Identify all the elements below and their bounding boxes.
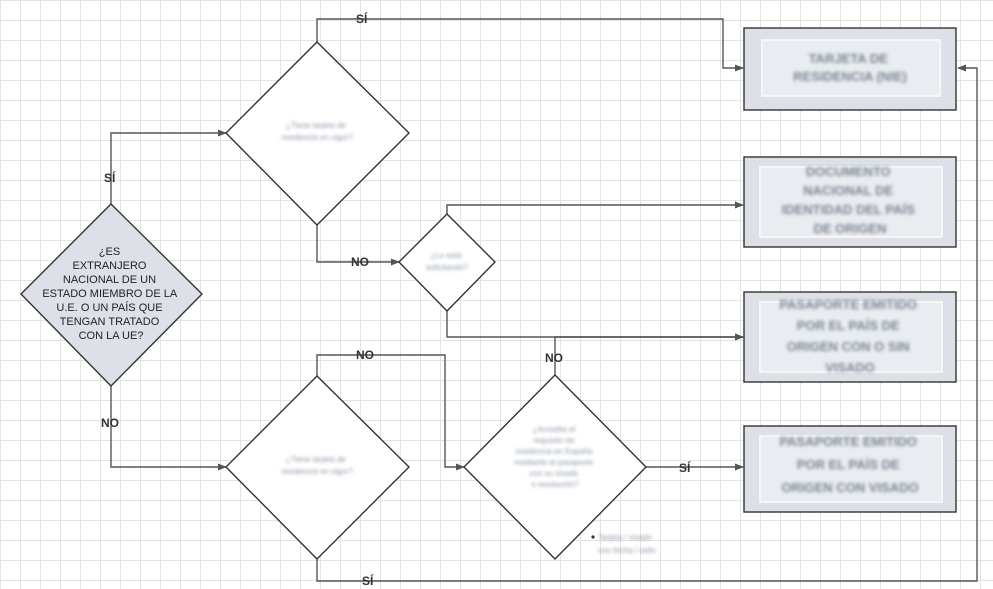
right-question-line: con su visado <box>529 469 578 478</box>
top-question-line: ¿Tiene tarjeta de <box>286 121 347 130</box>
note-text: Tarjeta / visado con fecha / sello <box>598 533 656 555</box>
edge-top-no-to-mid-question <box>316 224 400 266</box>
result-passport-line: ORIGEN CON O SIN <box>787 339 910 354</box>
edge-bottom-yes-to-residence-card <box>316 64 978 582</box>
note-line: con fecha / sello <box>598 546 656 555</box>
right-question-line: residencia en España <box>515 447 592 456</box>
result-passport-with-visa-text: PASAPORTE EMITIDO POR EL PAÍS DE ORIGEN … <box>779 434 920 495</box>
edge-label-main-no: NO <box>101 416 119 430</box>
edge-label-bottom-no: NO <box>356 348 374 362</box>
result-national-id-line: NACIONAL DE <box>803 183 893 198</box>
main-question-line: NACIONAL DE UN <box>63 274 156 286</box>
bottom-question-diamond <box>225 375 410 560</box>
result-national-id-line: IDENTIDAD DEL PAÍS <box>782 202 915 217</box>
note-bullet <box>591 535 595 539</box>
right-question-line: requisito de <box>533 436 575 445</box>
main-question-line: CON LA UE? <box>79 330 144 342</box>
right-question-line: o resolución? <box>531 480 579 489</box>
mid-question-diamond <box>398 213 496 313</box>
right-question-line: ¿Acredita el <box>533 425 576 434</box>
mid-question-line: solicitando? <box>426 263 469 272</box>
result-passport-line: VISADO <box>825 360 875 375</box>
edge-main-to-top-question <box>110 129 227 207</box>
bottom-question-line: residencia en vigor? <box>281 467 353 476</box>
edge-right-no-to-passport <box>554 333 744 376</box>
result-box-residence-card <box>743 27 957 111</box>
top-question-line: residencia en vigor? <box>281 133 353 142</box>
result-residence-card-line: TARJETA DE <box>809 51 889 66</box>
result-box-passport-with-visa <box>743 425 957 513</box>
result-national-id-line: DE ORIGEN <box>814 221 887 236</box>
main-question-line: U.E. O UN PAÍS QUE <box>56 301 162 314</box>
result-residence-card-text: TARJETA DE RESIDENCIA (NIE) <box>793 51 907 84</box>
result-passport-visa-line: PASAPORTE EMITIDO <box>779 434 917 449</box>
main-question-line: TENGAN TRATADO <box>60 316 160 328</box>
main-question-line: ¿ES <box>99 246 120 258</box>
edge-main-to-bottom-question <box>110 385 227 471</box>
right-question-line: mediante el pasaporte <box>514 458 594 467</box>
note-line: Tarjeta / visado <box>598 533 652 542</box>
top-question-diamond <box>225 41 410 226</box>
edge-label-right-yes: SÍ <box>679 460 691 475</box>
edge-top-yes-to-residence-card <box>316 18 744 72</box>
result-passport-visa-line: ORIGEN CON VISADO <box>781 480 918 495</box>
result-national-id-text: DOCUMENTO NACIONAL DE IDENTIDAD DEL PAÍS… <box>782 164 919 236</box>
edge-mid-to-passport <box>446 310 744 341</box>
result-passport-with-or-without-visa-text: PASAPORTE EMITIDO POR EL PAÍS DE ORIGEN … <box>779 297 920 375</box>
main-question-text: ¿ES EXTRANJERO NACIONAL DE UN ESTADO MIE… <box>42 246 179 342</box>
main-question-line: EXTRANJERO <box>72 260 146 272</box>
bottom-question-line: ¿Tiene tarjeta de <box>286 455 347 464</box>
edge-label-main-yes: SÍ <box>104 170 116 185</box>
result-national-id-line: DOCUMENTO <box>806 164 891 179</box>
result-box-national-id <box>743 156 957 248</box>
main-question-line: ESTADO MIEMBRO DE LA <box>42 288 178 300</box>
main-question-diamond <box>20 203 203 387</box>
result-passport-line: POR EL PAÍS DE <box>797 318 900 333</box>
result-residence-card-line: RESIDENCIA (NIE) <box>793 69 907 84</box>
right-question-text: ¿Acredita el requisito de residencia en … <box>514 425 595 489</box>
result-passport-visa-line: POR EL PAÍS DE <box>797 457 900 472</box>
edge-bottom-no-to-right-question <box>316 354 465 471</box>
mid-question-line: ¿Lo está <box>430 251 462 260</box>
right-question-diamond <box>463 374 647 560</box>
edge-mid-to-national-id <box>446 201 744 215</box>
edge-label-top-yes: SÍ <box>356 11 368 26</box>
result-box-passport-with-or-without-visa <box>743 291 957 383</box>
edge-label-top-no: NO <box>351 255 369 269</box>
result-passport-line: PASAPORTE EMITIDO <box>779 297 917 312</box>
top-question-text: ¿Tiene tarjeta de residencia en vigor? <box>281 121 353 142</box>
edge-label-bottom-yes: SÍ <box>362 573 374 588</box>
bottom-question-text: ¿Tiene tarjeta de residencia en vigor? <box>281 455 353 476</box>
mid-question-text: ¿Lo está solicitando? <box>426 251 469 272</box>
edge-label-right-no: NO <box>545 351 563 365</box>
